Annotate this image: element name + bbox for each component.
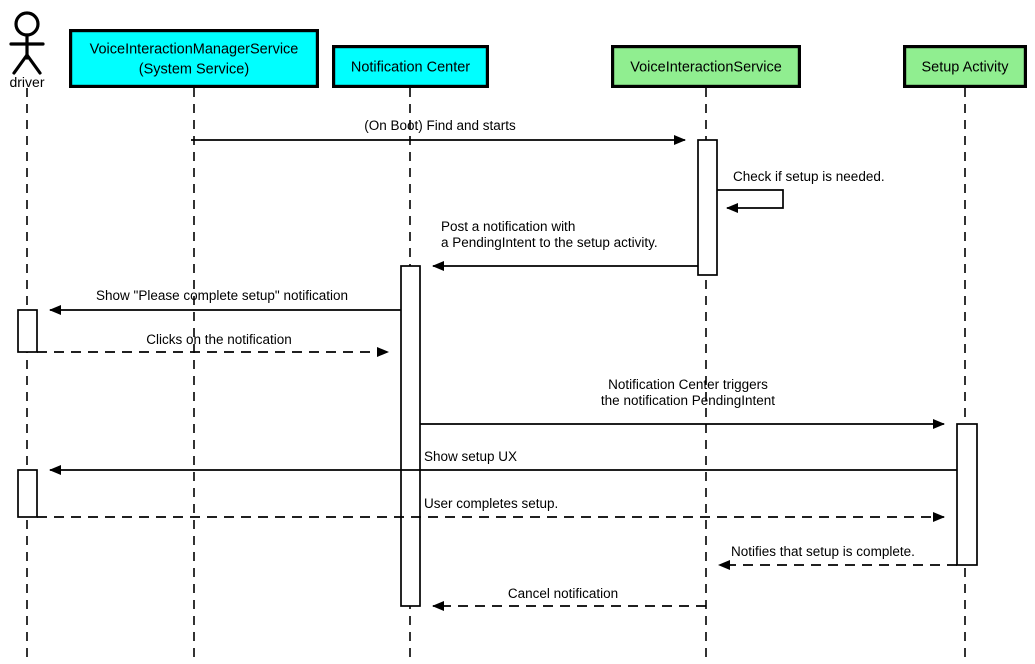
participant-box-voice-interaction-service[interactable] bbox=[610, 44, 801, 88]
message-msg-notifies-setup-complete: Notifies that setup is complete. bbox=[718, 544, 957, 570]
participant-box-notification-center[interactable] bbox=[332, 44, 490, 88]
message-label-msg-triggers-pendingintent: the notification PendingIntent bbox=[601, 393, 775, 408]
message-label-msg-clicks-notification: Clicks on the notification bbox=[146, 332, 292, 347]
message-label-msg-find-and-starts: (On Boot) Find and starts bbox=[364, 118, 516, 133]
message-label-msg-check-setup: Check if setup is needed. bbox=[733, 169, 885, 184]
actor-head-icon bbox=[14, 11, 40, 37]
activations-layer bbox=[17, 139, 978, 607]
message-msg-clicks-notification: Clicks on the notification bbox=[37, 332, 389, 357]
participant-vims[interactable]: VoiceInteractionManagerService (System Se… bbox=[68, 29, 320, 88]
participant-driver[interactable]: driver bbox=[9, 11, 45, 90]
participant-label-notification-center: Notification Center bbox=[351, 59, 470, 75]
message-label-msg-post-notification: a PendingIntent to the setup activity. bbox=[441, 235, 658, 250]
message-label-msg-user-completes-setup: User completes setup. bbox=[424, 496, 558, 511]
message-label-msg-show-setup-notification: Show "Please complete setup" notificatio… bbox=[96, 288, 348, 303]
activation-bar-voice-interaction-service bbox=[697, 139, 718, 276]
participant-voice-interaction-service[interactable]: VoiceInteractionService bbox=[610, 44, 801, 88]
participant-notification-center[interactable]: Notification Center bbox=[332, 44, 490, 88]
message-label-msg-triggers-pendingintent: Notification Center triggers bbox=[608, 377, 768, 392]
message-label-msg-cancel-notification: Cancel notification bbox=[508, 586, 618, 601]
participant-box-vims[interactable] bbox=[68, 29, 320, 88]
actor-leg-right-icon bbox=[25, 53, 42, 75]
message-msg-find-and-starts: (On Boot) Find and starts bbox=[191, 118, 686, 145]
message-label-msg-post-notification: Post a notification with bbox=[441, 219, 575, 234]
participant-box-setup-activity[interactable] bbox=[902, 44, 1027, 88]
participant-sublabel-vims: (System Service) bbox=[139, 61, 249, 77]
message-line-msg-check-setup bbox=[717, 189, 784, 213]
message-msg-check-setup: Check if setup is needed. bbox=[717, 169, 885, 213]
message-msg-user-completes-setup: User completes setup. bbox=[37, 496, 945, 522]
message-msg-show-setup-notification: Show "Please complete setup" notificatio… bbox=[49, 288, 401, 315]
participants-layer: driver VoiceInteractionManagerService (Sys… bbox=[9, 11, 1027, 90]
participant-setup-activity[interactable]: Setup Activity bbox=[902, 44, 1027, 88]
message-label-msg-show-setup-ux: Show setup UX bbox=[424, 449, 517, 464]
participant-label-vims: VoiceInteractionManagerService bbox=[90, 41, 299, 57]
activation-bar-setup-activity bbox=[956, 423, 978, 566]
message-msg-show-setup-ux: Show setup UX bbox=[49, 449, 957, 475]
actor-leg-left-icon bbox=[12, 53, 29, 75]
activation-bar-driver bbox=[17, 309, 38, 353]
message-label-msg-notifies-setup-complete: Notifies that setup is complete. bbox=[731, 544, 915, 559]
activation-bar-driver bbox=[17, 469, 38, 518]
participant-label-voice-interaction-service: VoiceInteractionService bbox=[630, 59, 782, 75]
participant-label-driver: driver bbox=[9, 74, 44, 90]
message-msg-cancel-notification: Cancel notification bbox=[432, 586, 706, 611]
activation-bar-notification-center bbox=[400, 265, 421, 607]
participant-label-setup-activity: Setup Activity bbox=[921, 59, 1009, 75]
